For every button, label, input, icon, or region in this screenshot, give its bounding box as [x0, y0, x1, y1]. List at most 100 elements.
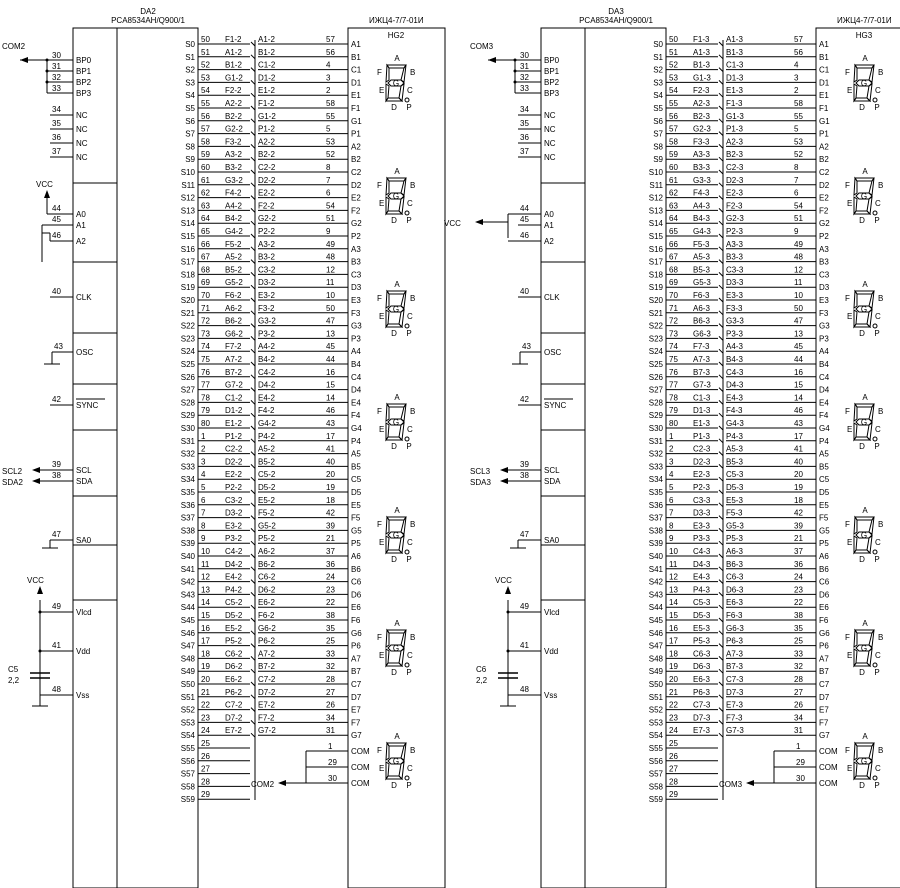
bus-tap — [250, 259, 256, 264]
wire-net: P3-2 — [258, 329, 275, 338]
segment-f — [853, 628, 858, 648]
bus-tap — [718, 105, 724, 111]
lcd-pin-number: 32 — [326, 662, 335, 671]
pin-number: 41 — [52, 641, 61, 650]
wire-net: F5-2 — [225, 240, 242, 249]
lcd-pin-number: 28 — [794, 675, 803, 684]
bus-tap — [718, 297, 724, 303]
bus-tap — [718, 220, 724, 226]
pin-number: 63 — [669, 201, 678, 210]
segment-f — [385, 176, 390, 196]
pin-number: 73 — [201, 329, 210, 338]
arrow-icon — [44, 190, 50, 198]
wire-net: C7-3 — [726, 675, 744, 684]
wire-net: E1-2 — [258, 86, 275, 95]
wire-net: E7-2 — [258, 701, 275, 710]
bus-tap — [250, 438, 256, 444]
arrow-icon — [500, 467, 508, 473]
lcd-pin-name: B3 — [351, 258, 361, 267]
s-pin-name: S51 — [181, 693, 196, 702]
pin-name-overbar: SYNC — [544, 401, 566, 410]
lcd-pin-number: 35 — [326, 624, 335, 633]
s-pin-name: S52 — [649, 706, 664, 715]
segment-f — [853, 515, 858, 535]
lcd-pin-number: 43 — [326, 419, 335, 428]
bus-tap — [718, 464, 724, 469]
segment-label-d: D — [859, 442, 865, 451]
wire-net: E7-3 — [693, 726, 710, 735]
segment-a — [386, 177, 407, 182]
wire-net: D2-3 — [693, 457, 711, 466]
bus-tap — [250, 604, 256, 610]
segment-a — [386, 403, 407, 408]
wire-net: F1-3 — [693, 35, 710, 44]
pin-number: 56 — [669, 112, 678, 121]
segment-label-d: D — [859, 103, 865, 112]
segment-label-g: G — [861, 531, 867, 540]
junction-dot — [45, 58, 49, 62]
controller-block-da2: DA2PCA8534AH/Q900/130BP031BP132BP233BP3C… — [2, 7, 446, 888]
lcd-pin-name: B2 — [351, 155, 361, 164]
segment-label-g: G — [393, 305, 399, 314]
segment-label-g: G — [393, 192, 399, 201]
lcd-pin-number: 37 — [794, 547, 803, 556]
segment-g — [855, 757, 873, 765]
s-pin-name: S9 — [185, 155, 195, 164]
wire-net: D3-2 — [258, 278, 276, 287]
lcd-pin-name: E6 — [819, 603, 829, 612]
lcd-pin-name: E3 — [351, 296, 361, 305]
pin-name: A1 — [544, 221, 554, 230]
segment-label-p: P — [406, 442, 411, 451]
lcd-pin-number: 14 — [326, 393, 335, 402]
s-pin-name: S26 — [181, 373, 196, 382]
wire-net: F2-2 — [258, 201, 275, 210]
wire-net: F3-2 — [225, 137, 242, 146]
bus-tap — [250, 668, 256, 674]
wire-net: F4-3 — [693, 189, 710, 198]
bus-tap — [250, 118, 256, 124]
s-pin-name: S2 — [653, 66, 663, 75]
segment-label-e: E — [847, 764, 852, 773]
s-pin-name: S12 — [649, 194, 664, 203]
segment-label-a: A — [394, 732, 400, 741]
pin-name: BP3 — [76, 89, 92, 98]
pin-number: 76 — [201, 368, 210, 377]
lcd-pin-number: 5 — [794, 125, 799, 134]
segment-g — [387, 418, 405, 426]
segment-d — [853, 97, 872, 102]
pin-number: 7 — [669, 509, 674, 518]
lcd-pin-name: D1 — [819, 78, 830, 87]
segment-d — [853, 323, 872, 328]
lcd-pin-name: G1 — [819, 117, 830, 126]
junction-dot — [45, 80, 49, 84]
pin-number: 11 — [201, 560, 210, 569]
wire-net: P5-2 — [225, 637, 242, 646]
bus-tap — [250, 592, 256, 597]
bus-tap — [718, 323, 724, 328]
bus-tap — [250, 617, 256, 623]
s-pin-name: S48 — [181, 654, 196, 663]
pin-name: NC — [544, 139, 556, 148]
wire-net: A2-3 — [693, 99, 710, 108]
s-pin-name: S27 — [181, 386, 196, 395]
bus-tap — [250, 566, 256, 572]
segment-label-f: F — [845, 746, 850, 755]
pin-name: A0 — [544, 210, 554, 219]
pin-number: 21 — [201, 688, 210, 697]
segment-label-d: D — [391, 442, 397, 451]
lcd-pin-number: 51 — [326, 214, 335, 223]
s-pin-name: S28 — [181, 398, 196, 407]
segment-label-b: B — [878, 633, 883, 642]
pin-name: Vlcd — [76, 608, 92, 617]
wire-net: E2-3 — [726, 189, 743, 198]
segment-label-f: F — [377, 68, 382, 77]
segment-d — [385, 436, 404, 441]
bus-tap — [718, 617, 724, 623]
s-pin-name: S53 — [649, 718, 664, 727]
lcd-pin-name: D5 — [819, 488, 830, 497]
pin-number: 79 — [669, 406, 678, 415]
wire-net: E1-3 — [693, 419, 710, 428]
bus-tap — [718, 67, 724, 72]
lcd-pin-name: F5 — [819, 514, 829, 523]
